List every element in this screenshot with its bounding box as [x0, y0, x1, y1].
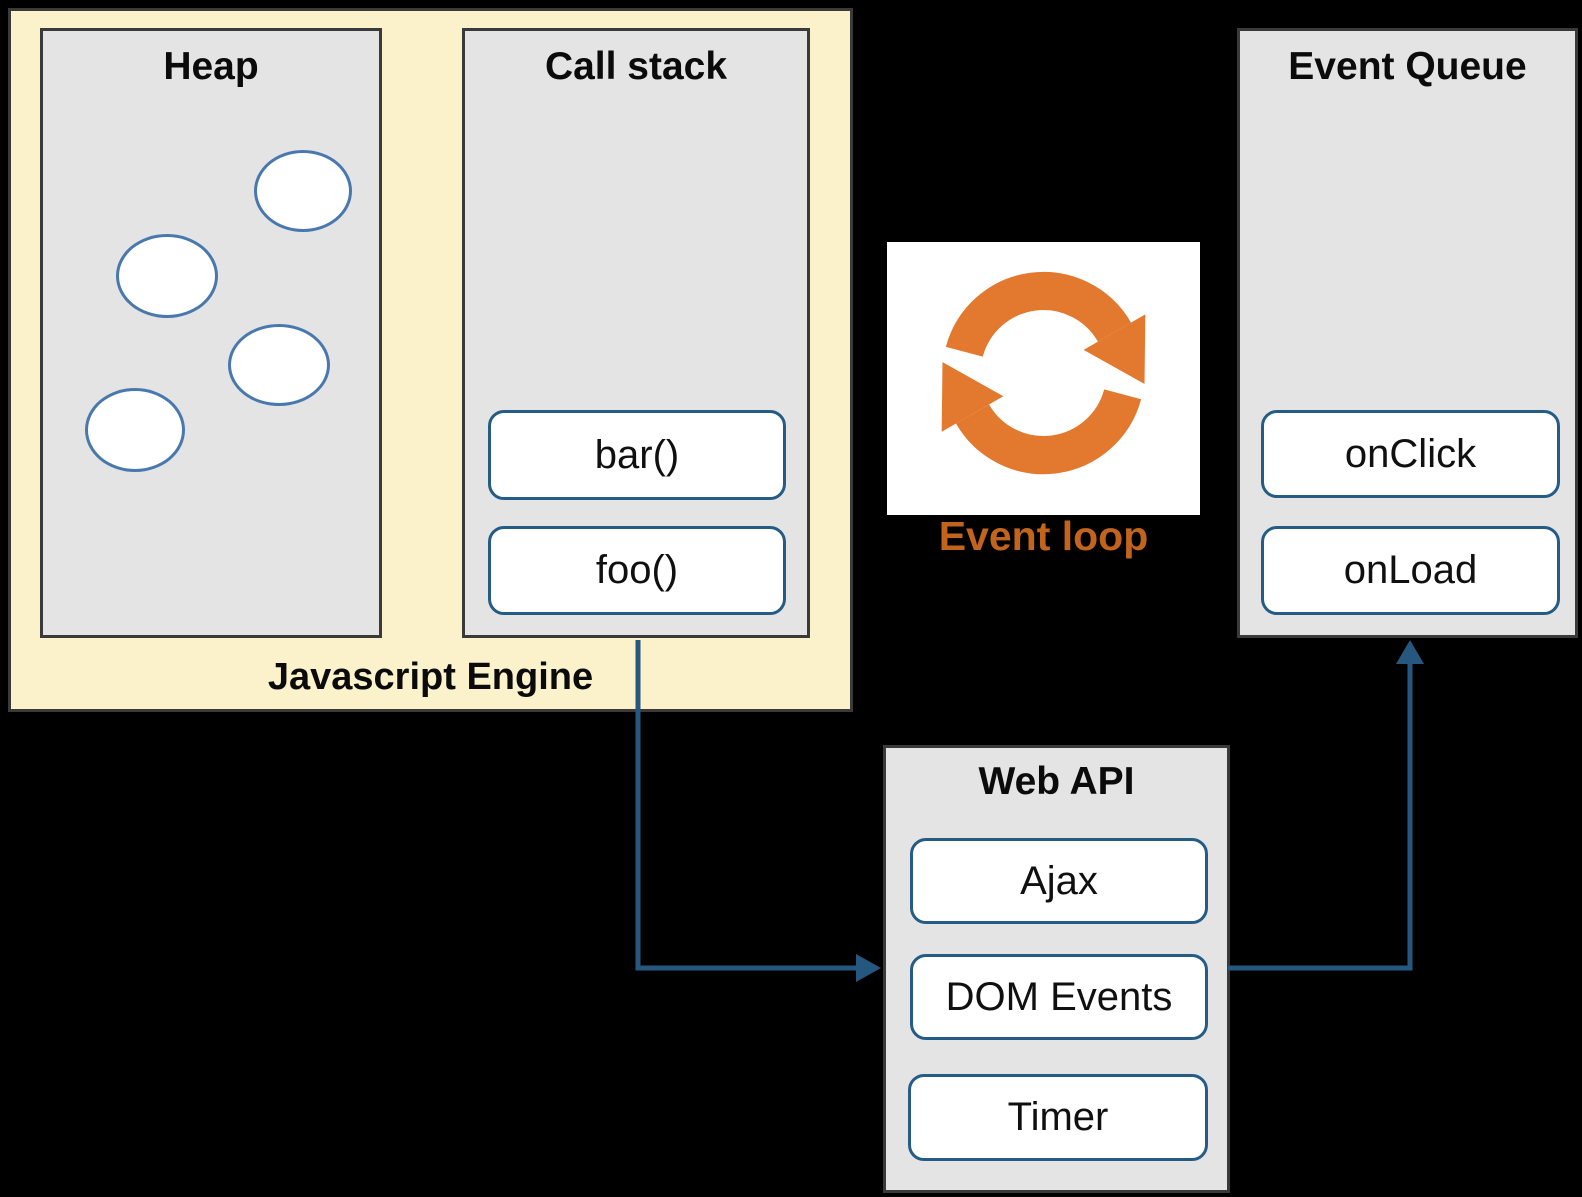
queue-item-label: onClick: [1344, 431, 1477, 476]
web-api-item-timer: Timer: [908, 1074, 1208, 1161]
event-queue-title: Event Queue: [1288, 45, 1527, 88]
arrow-webapi-to-eventqueue: [1228, 662, 1413, 971]
heap-object-circle: [116, 234, 218, 318]
arrowhead-right-icon: [856, 954, 881, 982]
stack-frame-foo: foo(): [488, 526, 786, 615]
arrowhead-up-icon: [1396, 640, 1424, 664]
web-api-item-label: DOM Events: [945, 974, 1173, 1019]
queue-item-label: onLoad: [1343, 548, 1478, 592]
queue-item-onclick: onClick: [1261, 410, 1560, 498]
event-loop-icon-box: [887, 242, 1200, 515]
call-stack-panel: Call stack bar() foo(): [462, 28, 810, 638]
queue-item-onload: onLoad: [1261, 526, 1560, 615]
stack-frame-label: bar(): [594, 432, 680, 477]
cycle-arrows-icon: [941, 271, 1146, 475]
heap-panel: Heap: [40, 28, 382, 638]
heap-object-circle: [254, 150, 352, 232]
heap-title: Heap: [163, 45, 259, 88]
web-api-item-dom-events: DOM Events: [910, 954, 1208, 1040]
stack-frame-label: foo(): [595, 548, 679, 592]
event-queue-panel: Event Queue onClick onLoad: [1237, 28, 1578, 638]
web-api-item-label: Timer: [1007, 1095, 1109, 1139]
web-api-panel: Web API Ajax DOM Events Timer: [883, 745, 1230, 1193]
heap-object-circle: [228, 324, 330, 406]
javascript-engine-label: Javascript Engine: [267, 656, 594, 698]
web-api-item-label: Ajax: [1020, 858, 1098, 903]
call-stack-title: Call stack: [544, 45, 728, 88]
web-api-title: Web API: [978, 760, 1135, 803]
stack-frame-bar: bar(): [488, 410, 786, 500]
event-loop-label: Event loop: [938, 513, 1149, 559]
heap-object-circle: [85, 388, 185, 472]
web-api-item-ajax: Ajax: [910, 838, 1208, 924]
